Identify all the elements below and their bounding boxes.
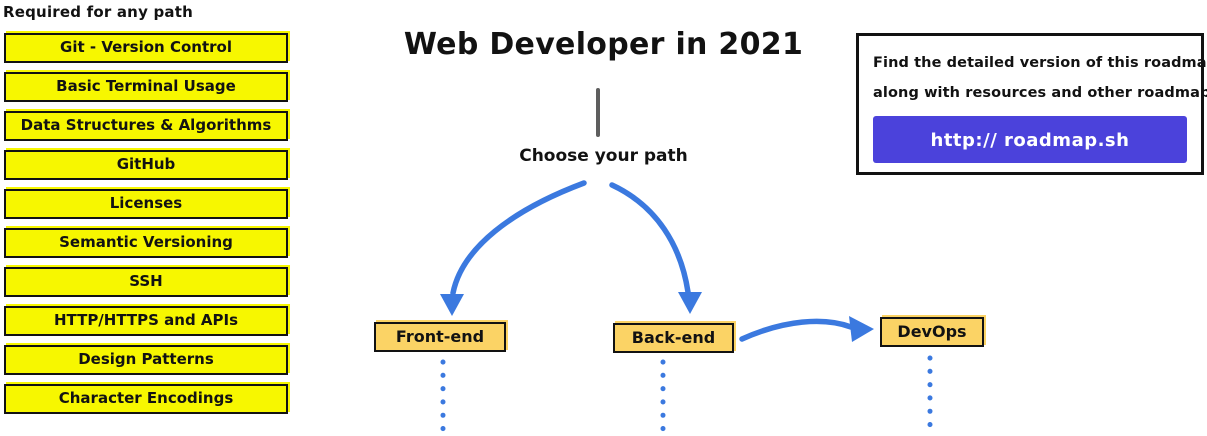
topic-box-semver[interactable]: Semantic Versioning (4, 228, 288, 258)
topic-box-terminal[interactable]: Basic Terminal Usage (4, 72, 288, 102)
info-line-2: along with resources and other roadmaps (873, 85, 1207, 101)
arrow-to-devops (739, 318, 854, 342)
arrowhead-backend-icon (678, 292, 702, 314)
topic-box-encodings[interactable]: Character Encodings (4, 384, 288, 414)
topic-box-licenses[interactable]: Licenses (4, 189, 288, 219)
path-node-backend[interactable]: Back-end (613, 323, 734, 353)
topic-box-github[interactable]: GitHub (4, 150, 288, 180)
info-line-1: Find the detailed version of this roadma… (873, 55, 1207, 71)
title-connector-line (596, 88, 600, 137)
topic-box-http[interactable]: HTTP/HTTPS and APIs (4, 306, 288, 336)
required-topics-list: Git - Version Control Basic Terminal Usa… (4, 33, 288, 423)
arrow-to-frontend (450, 180, 587, 296)
path-node-devops[interactable]: DevOps (880, 317, 984, 347)
topic-box-ssh[interactable]: SSH (4, 267, 288, 297)
required-path-heading: Required for any path (3, 3, 193, 21)
topic-box-design-patterns[interactable]: Design Patterns (4, 345, 288, 375)
path-node-frontend[interactable]: Front-end (374, 322, 506, 352)
topic-box-dsa[interactable]: Data Structures & Algorithms (4, 111, 288, 141)
arrowhead-frontend-icon (440, 294, 464, 316)
roadmap-info-box: Find the detailed version of this roadma… (856, 33, 1207, 175)
arrow-to-backend (609, 182, 691, 295)
topic-box-git[interactable]: Git - Version Control (4, 33, 288, 63)
arrowhead-devops-icon (849, 316, 874, 342)
roadmap-url-button[interactable]: http:// roadmap.sh (873, 116, 1187, 163)
